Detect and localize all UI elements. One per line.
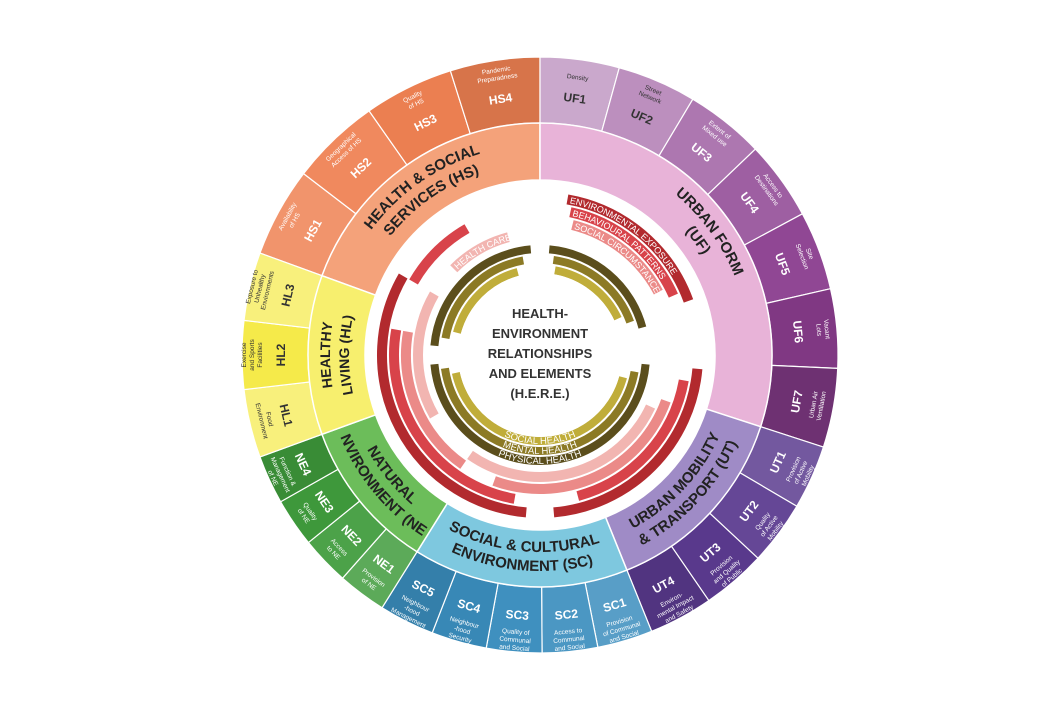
- element-desc-hl2-2: Facilities: [257, 342, 264, 368]
- health-arc: [430, 363, 650, 465]
- domain-segment-hl: [307, 274, 377, 436]
- health-arc: [453, 268, 519, 334]
- element-code-sc1: SC1: [601, 595, 628, 615]
- domain-segment-uf: [539, 122, 773, 428]
- center-line-2: ENVIRONMENT: [492, 326, 588, 341]
- element-desc-hl2-1: and Sports: [249, 339, 256, 371]
- pathway-arc: [450, 232, 510, 273]
- pathway-arc: [413, 291, 439, 419]
- pathway-arc: [553, 368, 703, 518]
- domain-label-hl-1: LIVING (HL): [336, 313, 356, 396]
- element-desc-sc2-3: Spaces: [559, 651, 582, 660]
- pathway-arc: [576, 379, 689, 501]
- element-code-hl3: HL3: [279, 282, 298, 308]
- element-code-hl1: HL1: [277, 403, 296, 429]
- pathway-arc: [569, 207, 678, 298]
- center-line-1: HEALTH-: [512, 306, 568, 321]
- element-desc-hl2-0: Exercise: [241, 342, 248, 367]
- element-desc-sc3-1: Communal: [499, 636, 531, 646]
- center-disc: [458, 273, 622, 437]
- pathway-arc: [492, 399, 671, 494]
- center-line-3: RELATIONSHIPS: [488, 346, 593, 361]
- element-desc-uf1-0: Density: [566, 73, 589, 83]
- element-code-sc3: SC3: [505, 607, 530, 623]
- element-desc-sc2-0: Access to: [554, 627, 583, 637]
- element-desc-hs4-0: Pandemic: [481, 65, 511, 76]
- element-code-uf7: UF7: [788, 389, 806, 414]
- health-arc: [441, 256, 525, 340]
- health-arc: [430, 245, 532, 347]
- pathway-arc: [571, 220, 663, 295]
- element-desc-uf5-0: Site: [804, 248, 815, 261]
- element-desc-sc2-1: Communal: [553, 635, 586, 645]
- element-code-uf1: UF1: [563, 90, 588, 107]
- pathway-arc: [389, 328, 516, 504]
- health-arc: [548, 245, 647, 329]
- pathway-arc: [377, 273, 527, 518]
- element-code-sc4: SC4: [456, 596, 483, 616]
- health-arc: [440, 367, 639, 455]
- health-arc: [554, 266, 622, 321]
- element-desc-sc3-2: and Social: [499, 644, 530, 654]
- health-arc: [552, 255, 634, 324]
- element-code-hs4: HS4: [488, 90, 514, 107]
- pathway-arc: [409, 224, 470, 285]
- domain-label-hl-0: HEALTHY: [317, 320, 336, 389]
- health-arc: [451, 372, 627, 445]
- element-desc-uf7-0: Urban Air: [808, 390, 820, 419]
- element-code-hl2: HL2: [274, 343, 288, 366]
- pathway-arc: [566, 194, 694, 303]
- element-desc-hl1-0: Food: [264, 411, 274, 427]
- center-line-5: (H.E.R.E.): [510, 386, 569, 401]
- element-code-uf6: UF6: [790, 320, 806, 344]
- element-desc-sc3-0: Quality of: [502, 628, 530, 637]
- element-desc-uf6-1: Lots: [814, 324, 822, 338]
- element-desc-sc4-1: -hood: [453, 625, 471, 636]
- element-desc-uf6-0: Vacant: [822, 319, 831, 339]
- element-desc-sc2-2: and Social: [554, 643, 585, 653]
- element-code-sc2: SC2: [554, 606, 579, 622]
- center-line-4: AND ELEMENTS: [489, 366, 592, 381]
- element-desc-sc3-3: Spaces: [503, 652, 526, 661]
- center-title: HEALTH- ENVIRONMENT RELATIONSHIPS AND EL…: [458, 273, 622, 437]
- pathway-arc: [401, 330, 467, 469]
- pathway-arc: [467, 404, 656, 482]
